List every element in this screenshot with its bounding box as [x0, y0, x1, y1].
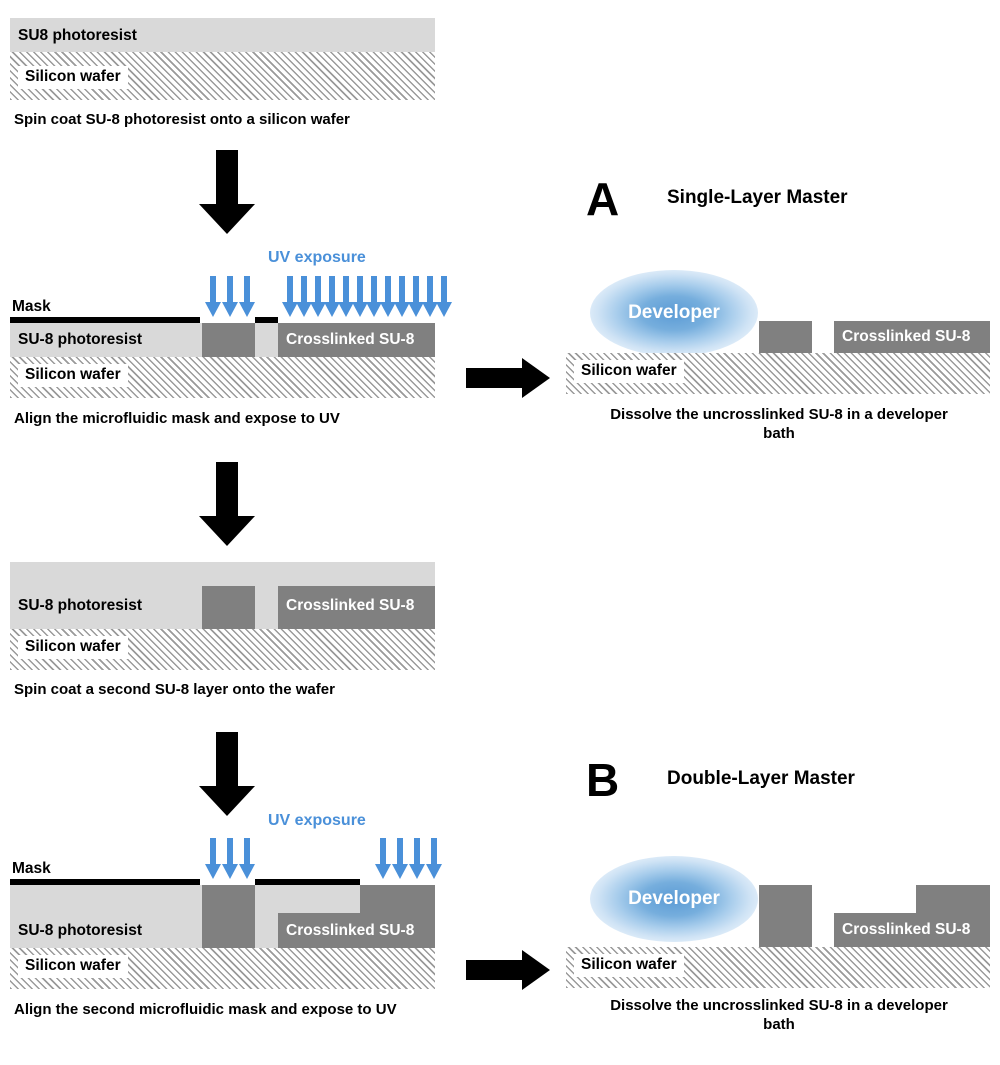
step-2-caption: Align the microfluidic mask and expose t… [14, 410, 340, 427]
panel-b-crosslinked-label: Crosslinked SU-8 [842, 921, 971, 938]
step2-uv-arrows-group-1 [204, 276, 260, 318]
step3-wafer-label: Silicon wafer [18, 636, 128, 659]
step1-resist-label: SU8 photoresist [18, 27, 137, 44]
panel-a-wafer-label: Silicon wafer [574, 360, 684, 383]
step2-uv-arrows-group-2 [281, 276, 481, 318]
step4-crosslinked-region [360, 885, 435, 948]
step3-wafer-layer [10, 629, 435, 670]
panel-a-letter: A [586, 173, 619, 225]
step3-crosslinked-column [202, 586, 255, 629]
panel-a-crosslinked-label: Crosslinked SU-8 [842, 328, 971, 345]
step4-uv-label: UV exposure [268, 812, 366, 829]
step-4-diagram: UV exposure [10, 813, 442, 989]
panel-b-developer-label: Developer [628, 887, 720, 909]
step-1-diagram: SU8 photoresist Silicon wafer [10, 18, 435, 100]
panel-b-feature-block [759, 885, 812, 947]
step3-crosslinked-label: Crosslinked SU-8 [286, 597, 415, 614]
step3-resist-label: SU-8 photoresist [18, 597, 143, 614]
panel-b-diagram: Developer Crosslinked SU-8 Silicon wafer [566, 856, 990, 988]
panel-a-crosslinked-region [834, 321, 990, 353]
panel-a-feature-block [759, 321, 812, 353]
step4-uv-arrows-group-2 [374, 838, 448, 880]
down-arrow-3 [195, 732, 259, 816]
step1-resist-layer [10, 18, 435, 52]
down-arrow-2 [195, 462, 259, 546]
step2-uv-label: UV exposure [268, 249, 366, 266]
step4-crosslinked-column [202, 885, 255, 948]
step-3-diagram: SU-8 photoresist Crosslinked SU-8 Silico… [10, 562, 435, 670]
panel-a-developer-blob: Developer [590, 270, 758, 356]
step1-wafer-label: Silicon wafer [18, 66, 128, 89]
panel-a-developer-label: Developer [628, 301, 720, 323]
step2-crosslinked-column [202, 323, 255, 357]
step2-mask-bar-left [10, 317, 200, 323]
step2-wafer-label: Silicon wafer [18, 364, 128, 387]
step2-resist-label: SU-8 photoresist [18, 331, 143, 348]
panel-b-caption: Dissolve the uncrosslinked SU-8 in a dev… [610, 997, 948, 1034]
step4-wafer-label: Silicon wafer [18, 955, 128, 978]
step4-mask-bar-right [255, 879, 360, 885]
step-2-diagram: UV exposure [10, 250, 452, 398]
step2-mask-bar-right [255, 317, 278, 323]
panel-a-wafer-layer [566, 353, 990, 394]
step4-uv-arrows-group-1 [204, 838, 260, 880]
step4-mask-bar-left [10, 879, 200, 885]
panel-b-developer-blob: Developer [590, 856, 758, 942]
step2-crosslinked-region [278, 323, 435, 357]
panel-b-crosslinked-upper-step [916, 885, 990, 947]
panel-a-title: Single-Layer Master [667, 187, 848, 208]
panel-a-diagram: Developer Crosslinked SU-8 Silicon wafer [566, 268, 990, 396]
panel-a-caption: Dissolve the uncrosslinked SU-8 in a dev… [610, 406, 948, 443]
step2-crosslinked-label: Crosslinked SU-8 [286, 331, 415, 348]
right-arrow-a [466, 358, 550, 398]
right-arrow-b [466, 950, 550, 990]
step-1-caption: Spin coat SU-8 photoresist onto a silico… [14, 111, 350, 128]
step4-resist-label: SU-8 photoresist [18, 922, 143, 939]
step3-crosslinked-region [278, 586, 435, 629]
step-3-caption: Spin coat a second SU-8 layer onto the w… [14, 681, 335, 698]
panel-b-letter: B [586, 754, 619, 806]
step4-crosslinked-label: Crosslinked SU-8 [286, 922, 415, 939]
step4-mask-label: Mask [12, 860, 51, 877]
panel-b-title: Double-Layer Master [667, 768, 855, 789]
down-arrow-1 [195, 150, 259, 234]
step2-mask-label: Mask [12, 298, 51, 315]
panel-b-wafer-label: Silicon wafer [574, 954, 684, 977]
step-4-caption: Align the second microfluidic mask and e… [14, 1001, 397, 1018]
